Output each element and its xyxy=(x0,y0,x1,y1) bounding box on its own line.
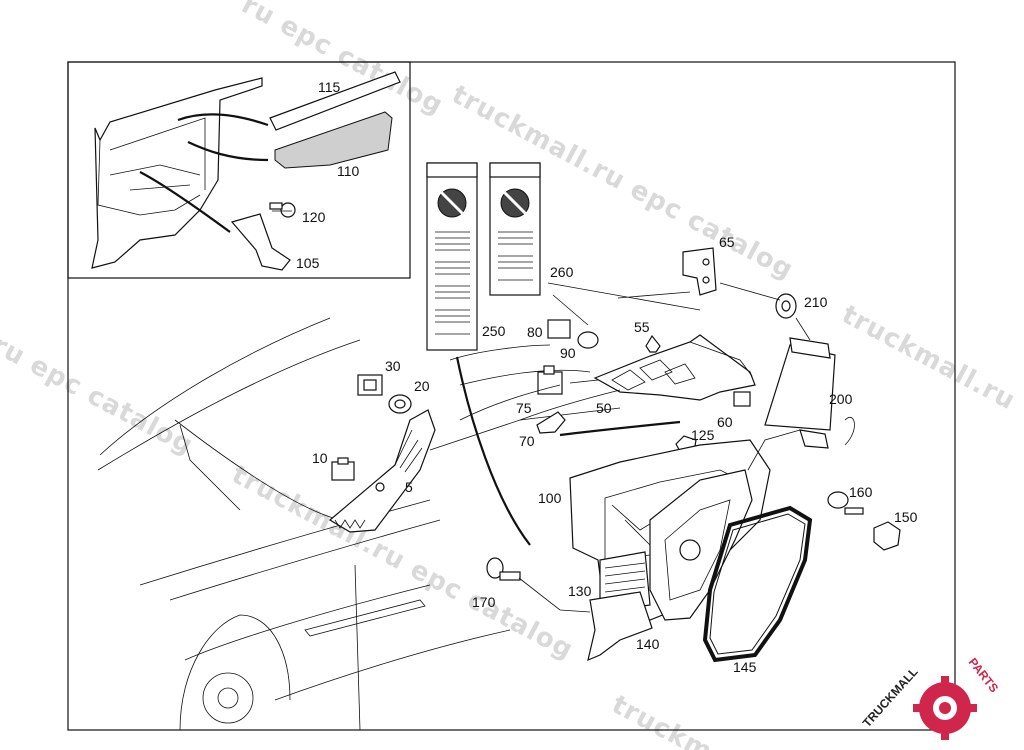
part-110-shape xyxy=(274,111,393,169)
watermark-text-left: ru epc catalog xyxy=(0,330,198,461)
callout-labels: 115 110 120 105 250 260 65 210 80 55 90 … xyxy=(296,79,918,675)
label-50: 50 xyxy=(596,400,612,416)
part-75-clip xyxy=(537,365,563,395)
arrow-70-to-panel xyxy=(559,420,681,437)
label-55: 55 xyxy=(634,319,650,335)
logo-text-black: TRUCKMALL xyxy=(860,665,921,730)
label-30: 30 xyxy=(385,358,401,374)
label-160: 160 xyxy=(849,484,873,500)
part-20-grommet xyxy=(388,394,412,414)
label-65: 65 xyxy=(719,234,735,250)
label-115: 115 xyxy=(318,79,341,95)
label-250: 250 xyxy=(482,323,506,339)
label-90: 90 xyxy=(560,345,576,361)
label-260: 260 xyxy=(550,264,574,280)
leader-lines xyxy=(449,282,855,613)
label-120: 120 xyxy=(302,209,326,225)
part-80-clip xyxy=(547,319,571,339)
part-170-screw xyxy=(486,557,521,581)
part-105-shape xyxy=(230,213,291,271)
a-pillar-trim-5 xyxy=(328,409,436,533)
part-55-clip xyxy=(645,334,661,353)
label-200: 200 xyxy=(829,391,853,407)
label-20: 20 xyxy=(414,378,430,394)
logo-text-red: PARTS xyxy=(966,655,1002,695)
label-60: 60 xyxy=(717,414,733,430)
part-30-clip xyxy=(357,374,383,396)
part-120-bolt xyxy=(269,202,296,218)
label-75: 75 xyxy=(516,400,532,416)
watermark-text-bottom: truckm xyxy=(607,690,718,750)
label-10: 10 xyxy=(312,450,328,466)
part-10-clip xyxy=(331,457,355,481)
label-210: 210 xyxy=(804,294,828,310)
label-105: 105 xyxy=(296,255,320,271)
warning-label-250 xyxy=(426,162,478,351)
diagram-frame xyxy=(67,61,956,731)
inset-frame xyxy=(67,61,411,279)
part-210-grommet xyxy=(775,293,797,319)
warning-label-260 xyxy=(489,162,541,296)
label-130: 130 xyxy=(568,583,592,599)
label-80: 80 xyxy=(527,324,543,340)
label-150: 150 xyxy=(894,509,918,525)
rear-side-trim-outline xyxy=(91,77,263,269)
inset-drawing xyxy=(91,71,401,271)
seal-145 xyxy=(702,505,813,663)
label-100: 100 xyxy=(538,490,562,506)
part-160-screw xyxy=(827,491,864,515)
label-125: 125 xyxy=(691,427,715,443)
part-90-washer xyxy=(577,331,599,349)
arrow-250-to-panel xyxy=(455,356,531,546)
part-60-clip xyxy=(733,391,751,407)
label-145: 145 xyxy=(733,659,757,675)
label-110: 110 xyxy=(337,163,360,179)
watermark-text-right: truckmall.ru xyxy=(837,300,1021,417)
truckmall-parts-logo: TRUCKMALL PARTS xyxy=(860,655,1001,740)
panel-200 xyxy=(764,337,836,449)
panel-50 xyxy=(593,334,756,401)
label-170: 170 xyxy=(472,594,496,610)
bracket-65 xyxy=(682,247,717,296)
label-5: 5 xyxy=(405,479,413,495)
label-140: 140 xyxy=(636,636,660,652)
car-body-outline xyxy=(97,317,621,731)
label-70: 70 xyxy=(519,433,535,449)
housing-140 xyxy=(649,469,753,621)
part-115-shape xyxy=(269,71,401,131)
part-150-clip xyxy=(873,521,901,551)
part-130-shape xyxy=(587,591,653,662)
part-70-bracket xyxy=(536,411,566,434)
